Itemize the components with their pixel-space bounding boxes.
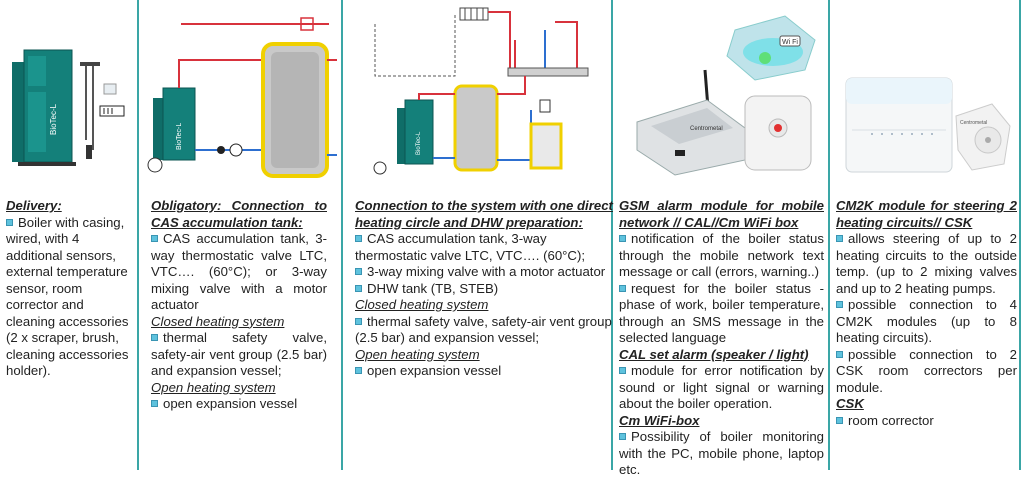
cm2k-text-3: possible connection to 2 CSK room correc… bbox=[836, 346, 1017, 395]
bullet-icon bbox=[836, 301, 843, 308]
gsm-brand-label: Centrometal bbox=[690, 126, 723, 132]
bullet-icon bbox=[619, 235, 626, 242]
cm2k-csk-illustration: Centrometal bbox=[845, 77, 1011, 173]
wifi-badge-label: Wi Fi bbox=[782, 39, 798, 46]
cas-text-3: open expansion vessel bbox=[151, 396, 327, 413]
closed-system-subheading: Closed heating system bbox=[355, 297, 489, 312]
cas-text-2: thermal safety valve, safety-air vent gr… bbox=[151, 330, 327, 378]
direct-text-2: 3-way mixing valve with a motor actuator bbox=[355, 264, 617, 281]
boiler-brand-label: BioTec-L bbox=[176, 123, 183, 150]
bullet-icon bbox=[836, 235, 843, 242]
direct-text-4: thermal safety valve, safety-air vent gr… bbox=[355, 313, 612, 345]
cas-heading: Obligatory: Connection to CAS accumulati… bbox=[151, 198, 327, 230]
cm2k-text-1: allows steering of up to 2 heating circu… bbox=[836, 231, 1017, 296]
bullet-icon bbox=[619, 433, 626, 440]
direct-circle-heading: Connection to the system with one direct… bbox=[355, 198, 613, 230]
bullet-icon bbox=[355, 317, 362, 325]
csk-subheading: CSK bbox=[836, 396, 864, 411]
direct-text-5: open expansion vessel bbox=[355, 363, 617, 380]
bullet-icon bbox=[151, 334, 158, 341]
delivery-text-line: holder). bbox=[6, 363, 51, 378]
bullet-icon bbox=[355, 284, 362, 292]
boiler-delivery-illustration: BioTec-L bbox=[12, 49, 125, 166]
gsm-text-3: module for error notification by sound o… bbox=[619, 363, 824, 411]
column-separator bbox=[611, 0, 613, 470]
delivery-text-line: sensor, room bbox=[6, 280, 83, 296]
delivery-heading: Delivery: bbox=[6, 198, 62, 213]
delivery-text-line: cleaning accessories bbox=[6, 313, 129, 329]
delivery-text-line: corrector and bbox=[6, 297, 84, 312]
cm2k-heading: CM2K module for steering 2 heating circu… bbox=[836, 198, 1017, 230]
gsm-wifi-devices-illustration: Wi Fi Centrometal bbox=[636, 15, 816, 176]
gsm-text-4: Possibility of boiler monitoring with th… bbox=[619, 429, 824, 477]
direct-text-1: CAS accumulation tank, 3-way thermostati… bbox=[355, 231, 586, 263]
delivery-text-line: (2 x scraper, brush, bbox=[6, 330, 119, 345]
bullet-icon bbox=[836, 416, 843, 424]
cas-text-1: CAS accumulation tank, 3-way thermostati… bbox=[151, 231, 327, 312]
cm2k-text-2: possible connection to 4 CM2K modules (u… bbox=[836, 297, 1017, 345]
direct-heating-dhw-diagram: BioTec-L bbox=[373, 7, 589, 175]
column-gsm-module: Wi Fi Centrometal GSM alarm module for m… bbox=[615, 0, 828, 489]
open-system-subheading: Open heating system bbox=[151, 379, 276, 395]
direct-text-3: DHW tank (TB, STEB) bbox=[355, 281, 617, 298]
column-separator bbox=[828, 0, 830, 470]
column-cm2k-module: Centrometal CM2K module for steering 2 h… bbox=[832, 0, 1019, 489]
bullet-icon bbox=[355, 235, 362, 242]
bullet-icon bbox=[355, 268, 362, 275]
delivery-text-line: cleaning accessories bbox=[6, 346, 129, 362]
open-system-subheading: Open heating system bbox=[355, 346, 480, 362]
bullet-icon bbox=[151, 400, 158, 407]
bullet-icon bbox=[836, 350, 843, 358]
gsm-text-2: request for the boiler status - phase of… bbox=[619, 280, 824, 345]
delivery-text-line: additional sensors, bbox=[6, 247, 116, 263]
bullet-icon bbox=[6, 218, 13, 226]
column-separator bbox=[1019, 0, 1021, 470]
column-separator bbox=[137, 0, 139, 470]
gsm-heading: GSM alarm module for mobile network // C… bbox=[619, 198, 824, 230]
boiler-brand-label: BioTec-L bbox=[416, 131, 422, 155]
bullet-icon bbox=[151, 235, 158, 242]
delivery-text-line: wired, with 4 bbox=[6, 231, 80, 246]
cas-tank-diagram: BioTec-L bbox=[147, 17, 337, 178]
delivery-text-line: external temperature bbox=[6, 264, 128, 279]
column-separator bbox=[341, 0, 343, 470]
gsm-text-1: notification of the boiler status throug… bbox=[619, 231, 824, 279]
cal-subheading: CAL set alarm (speaker / light) bbox=[619, 346, 809, 362]
column-cas-connection: BioTec-L Obligatory: Connection to CAS a… bbox=[141, 0, 341, 489]
wifi-box-subheading: Cm WiFi-box bbox=[619, 412, 700, 428]
closed-system-subheading: Closed heating system bbox=[151, 313, 285, 329]
boiler-brand-label: BioTec-L bbox=[49, 103, 58, 135]
cm2k-text-4: room corrector bbox=[836, 413, 1017, 430]
bullet-icon bbox=[619, 367, 626, 374]
column-delivery: BioTec-L Delivery: Boiler with casing, w… bbox=[0, 0, 137, 489]
bullet-icon bbox=[355, 367, 362, 374]
bullet-icon bbox=[619, 284, 626, 292]
csk-brand-label: Centrometal bbox=[960, 120, 987, 126]
column-direct-circle: BioTec-L Connection to the system with o… bbox=[345, 0, 613, 489]
delivery-text: Boiler with casing, bbox=[6, 215, 140, 232]
